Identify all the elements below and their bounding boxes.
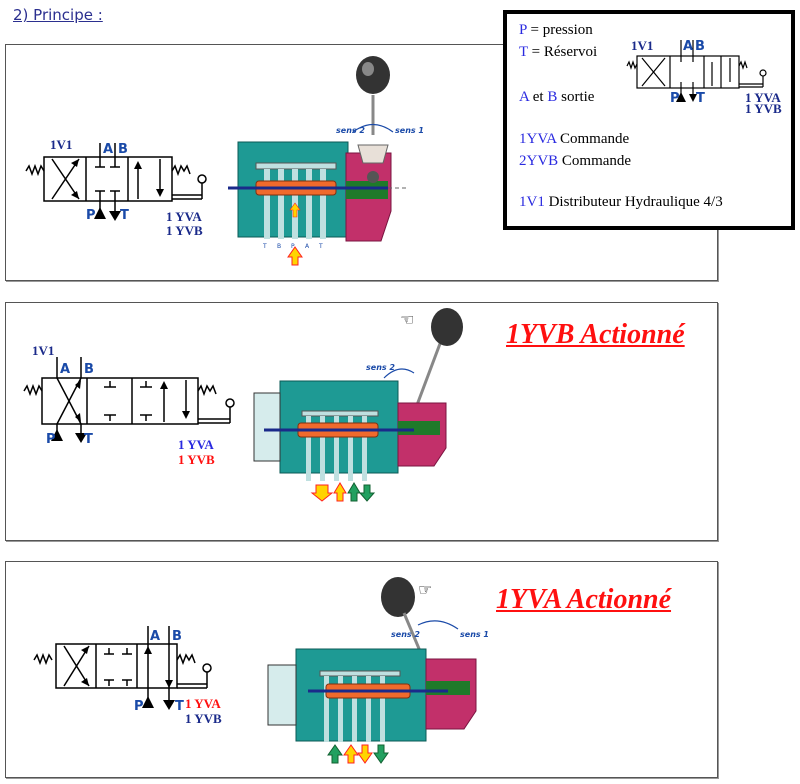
svg-text:1 YVB: 1 YVB [745, 101, 782, 116]
sens-1-label: sens 1 [460, 630, 489, 639]
valve-name: 1V1 [50, 137, 72, 152]
legend-line-reservoir: T = Réservoi [519, 44, 598, 60]
detent-block [346, 181, 388, 199]
port-b-label: B [84, 362, 94, 377]
svg-text:A: A [305, 243, 310, 250]
legend-line-2yvb: 2YVB Commande [519, 153, 632, 169]
legend-line-1v1: 1V1 Distributeur Hydraulique 4/3 [519, 194, 723, 210]
pressure-arrow [287, 246, 303, 266]
svg-text:T: T [696, 91, 705, 106]
pointing-hand-icon: ☜ [400, 310, 414, 329]
flow-arrows [327, 744, 389, 764]
port-a-label: A [103, 142, 113, 157]
pointing-hand-icon: ☞ [418, 580, 432, 599]
coil-a-label: 1 YVA [185, 696, 221, 711]
coil-a-label: 1 YVA [178, 437, 214, 452]
lever-knob [381, 577, 415, 617]
sens-2-label: sens 2 [336, 126, 365, 135]
valve-cutaway: sens 2 sens 1 T B P A T [228, 56, 424, 266]
port-a-label: A [150, 629, 160, 644]
sens-2-label: sens 2 [366, 363, 395, 372]
valve-cutaway: ☜ sens 2 [253, 308, 463, 502]
svg-text:T: T [262, 243, 267, 250]
port-a-label: A [60, 362, 70, 377]
panel-1yva-actuated: 1YVA Actionné A B P T 1 YVA 1 YVB ☞ [5, 561, 718, 778]
panel-1yvb-actuated: 1YVB Actionné 1V1 A B P T 1 YVA 1 YVB [5, 302, 718, 541]
lever-knob [431, 308, 463, 346]
state-heading: 1YVA Actionné [496, 584, 672, 615]
valve-cutaway: ☞ sens 2 sens 1 [267, 577, 489, 764]
valve-symbol: 1V1 A B P T 1 YVA 1 YVB [25, 137, 207, 238]
valve-name: 1V1 [32, 343, 54, 358]
port-t-label: T [84, 432, 93, 447]
legend-line-1yva: 1YVA Commande [519, 131, 630, 147]
coil-b-label: 1 YVB [166, 223, 203, 238]
svg-text:1V1: 1V1 [631, 38, 653, 53]
coil-b-label: 1 YVB [185, 711, 222, 726]
svg-text:1 YVA: 1 YVA [745, 90, 781, 105]
coil-b-label: 1 YVB [178, 452, 215, 467]
coil-a-label: 1 YVA [166, 209, 202, 224]
legend-line-pressure: P = pression [519, 22, 593, 38]
svg-text:T: T [318, 243, 323, 250]
svg-text:A: A [683, 39, 693, 54]
legend-valve-symbol: 1V1 A B P T 1 YVA 1 YVB [626, 38, 782, 116]
flow-arrows [310, 482, 376, 502]
port-b-label: B [118, 142, 128, 157]
valve-symbol: 1V1 A B P T 1 YVA 1 YVB [23, 343, 235, 467]
valve-symbol: A B P T 1 YVA 1 YVB [33, 626, 222, 726]
port-p-label: P [46, 432, 56, 447]
port-t-label: T [175, 699, 184, 714]
spring-left [25, 163, 45, 177]
state-heading: 1YVB Actionné [506, 319, 685, 350]
svg-text:B: B [695, 39, 705, 54]
sens-1-label: sens 1 [395, 126, 424, 135]
port-p-label: P [86, 208, 96, 223]
port-t-label: T [120, 208, 129, 223]
svg-text:B: B [277, 243, 281, 250]
legend-line-outputs: A et B sortie [519, 89, 595, 105]
lever-knob [356, 56, 390, 94]
section-title: 2) Principe : [13, 6, 103, 24]
sens-2-label: sens 2 [391, 630, 420, 639]
port-b-label: B [172, 629, 182, 644]
port-p-label: P [134, 699, 144, 714]
legend-box: P = pression T = Réservoi A et B sortie … [503, 10, 795, 230]
svg-text:P: P [291, 243, 295, 250]
svg-text:P: P [670, 91, 680, 106]
